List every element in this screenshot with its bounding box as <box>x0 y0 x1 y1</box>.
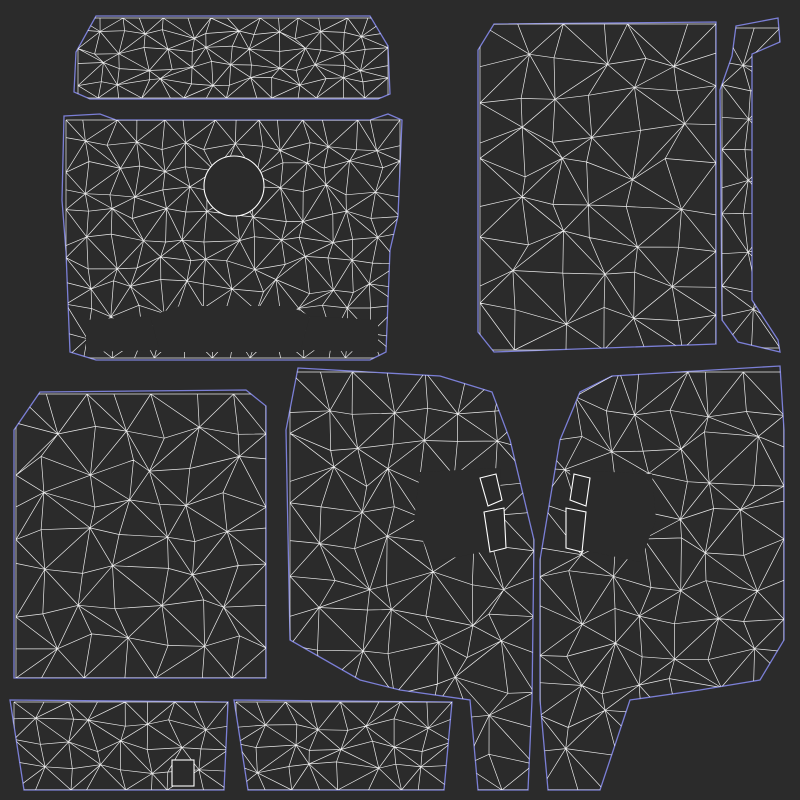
mesh-edges <box>77 17 389 99</box>
roof-side-strip-island <box>719 17 781 353</box>
mesh-edges <box>540 371 784 790</box>
mesh-edges <box>13 701 228 790</box>
tow-hook-cover <box>171 759 195 787</box>
mesh-edges <box>289 371 534 790</box>
left-door-island <box>285 367 535 791</box>
cab-rear-panel-island <box>13 389 267 679</box>
cab-roof-island <box>477 21 717 353</box>
front-grille-island <box>61 113 403 361</box>
mesh-edges <box>15 393 266 678</box>
mesh-edges <box>235 701 452 790</box>
roof-visor-island <box>73 15 391 100</box>
lower-left-bumper-island <box>9 699 229 791</box>
lower-right-bumper-island <box>233 699 453 791</box>
emblem-icon <box>203 155 265 217</box>
mesh-edges <box>721 27 780 349</box>
mesh-edges <box>479 23 716 351</box>
right-door-island <box>539 365 785 791</box>
